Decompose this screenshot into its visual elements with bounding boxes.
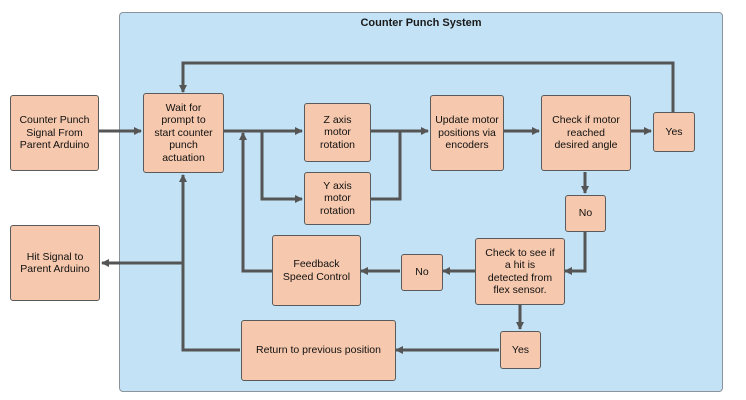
no-angle-box: No xyxy=(565,195,606,232)
counter-punch-signal-box: Counter Punch Signal From Parent Arduino xyxy=(10,95,99,171)
check-hit-box: Check to see if a hit is detected from f… xyxy=(475,238,565,305)
arrow-branch-to-y xyxy=(260,131,303,203)
no-hit-box: No xyxy=(401,254,443,291)
return-position-box: Return to previous position xyxy=(241,320,396,381)
system-container xyxy=(119,12,723,392)
yes-hit-box: Yes xyxy=(500,331,541,369)
arrow-return-up xyxy=(179,174,240,352)
arrow-yes-loop-to-wait xyxy=(179,61,675,112)
wait-prompt-box: Wait for prompt to start counter punch a… xyxy=(143,93,224,173)
z-axis-box: Z axis motor rotation xyxy=(304,103,371,162)
hit-signal-box: Hit Signal to Parent Arduino xyxy=(10,225,100,301)
arrow-no-to-hit xyxy=(564,232,587,275)
y-axis-box: Y axis motor rotation xyxy=(304,172,371,225)
yes-angle-box: Yes xyxy=(653,112,695,152)
check-angle-box: Check if motor reached desired angle xyxy=(541,95,631,171)
arrow-feedback-up xyxy=(239,132,272,273)
system-title: Counter Punch System xyxy=(360,17,482,29)
update-positions-box: Update motor positions via encoders xyxy=(430,95,504,171)
line-y-merge xyxy=(371,131,402,201)
feedback-speed-box: Feedback Speed Control xyxy=(272,235,361,306)
